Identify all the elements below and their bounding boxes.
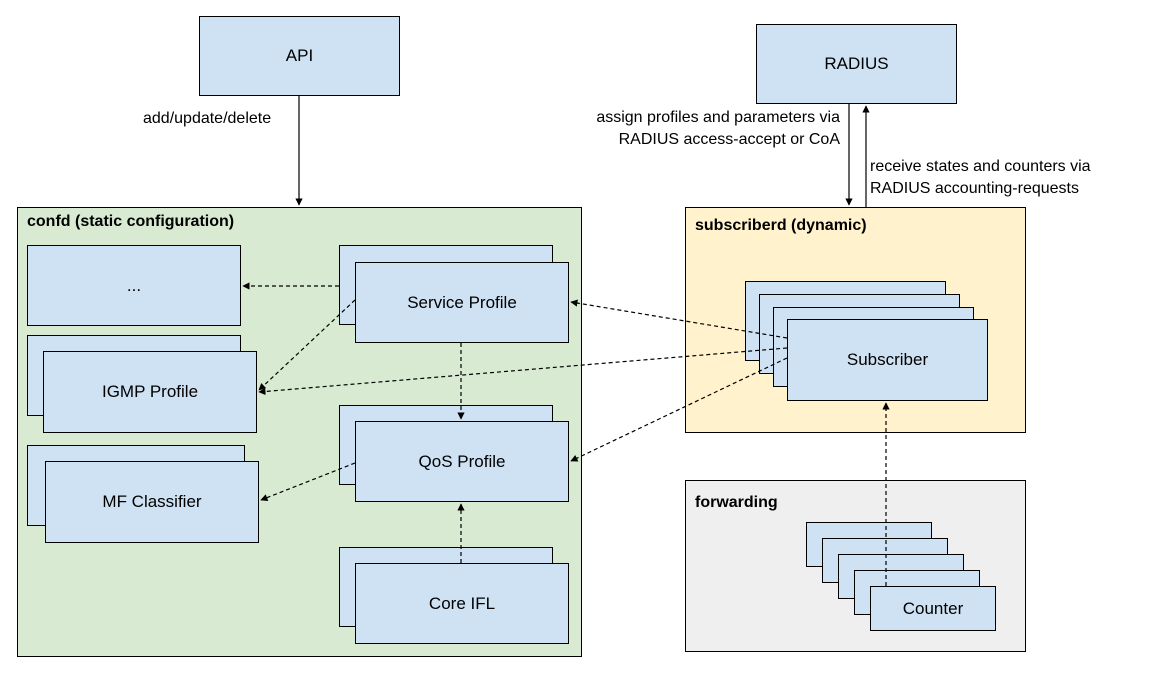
subscriber-to-service-arrow bbox=[570, 299, 788, 339]
radius-receive-label-line2: RADIUS accounting-requests bbox=[870, 180, 1079, 197]
mf-classifier-label: MF Classifier bbox=[102, 492, 202, 511]
service-to-igmp-arrow bbox=[258, 299, 356, 391]
core-ifl-box: Core IFL bbox=[355, 563, 569, 644]
igmp-profile-label: IGMP Profile bbox=[101, 382, 199, 401]
igmp-profile-box: IGMP Profile bbox=[43, 351, 257, 433]
qos-to-mf-arrow bbox=[260, 462, 356, 501]
subscriber-box: Subscriber bbox=[787, 319, 988, 401]
service-profile-box: Service Profile bbox=[355, 262, 569, 343]
counter-box: Counter bbox=[870, 586, 996, 631]
qos-profile-box: QoS Profile bbox=[355, 421, 569, 502]
counter-label: Counter bbox=[902, 598, 964, 618]
api-label: API bbox=[285, 46, 314, 65]
confd-title: confd (static configuration) bbox=[27, 213, 235, 230]
radius-label: RADIUS bbox=[824, 54, 889, 73]
ellipsis-label: ... bbox=[126, 275, 142, 295]
radius-assign-label-line1: assign profiles and parameters via bbox=[596, 109, 840, 126]
subscriber-to-igmp-arrow bbox=[258, 347, 788, 396]
subscriberd-title: subscriberd (dynamic) bbox=[695, 217, 867, 234]
subscriber-to-qos-arrow bbox=[570, 357, 788, 462]
radius-receive-label-line1: receive states and counters via bbox=[870, 158, 1091, 175]
qos-profile-label: QoS Profile bbox=[418, 451, 506, 471]
forwarding-title: forwarding bbox=[695, 494, 778, 511]
subscriber-label: Subscriber bbox=[846, 350, 929, 369]
service-profile-label: Service Profile bbox=[407, 292, 517, 312]
api-edge-label: add/update/delete bbox=[143, 110, 272, 127]
ellipsis-box: ... bbox=[27, 245, 241, 326]
radius-assign-label-line2: RADIUS access-accept or CoA bbox=[618, 131, 840, 148]
core-ifl-label: Core IFL bbox=[428, 593, 496, 613]
radius-box: RADIUS bbox=[756, 24, 957, 104]
api-box: API bbox=[199, 16, 400, 96]
mf-classifier-box: MF Classifier bbox=[45, 461, 259, 543]
